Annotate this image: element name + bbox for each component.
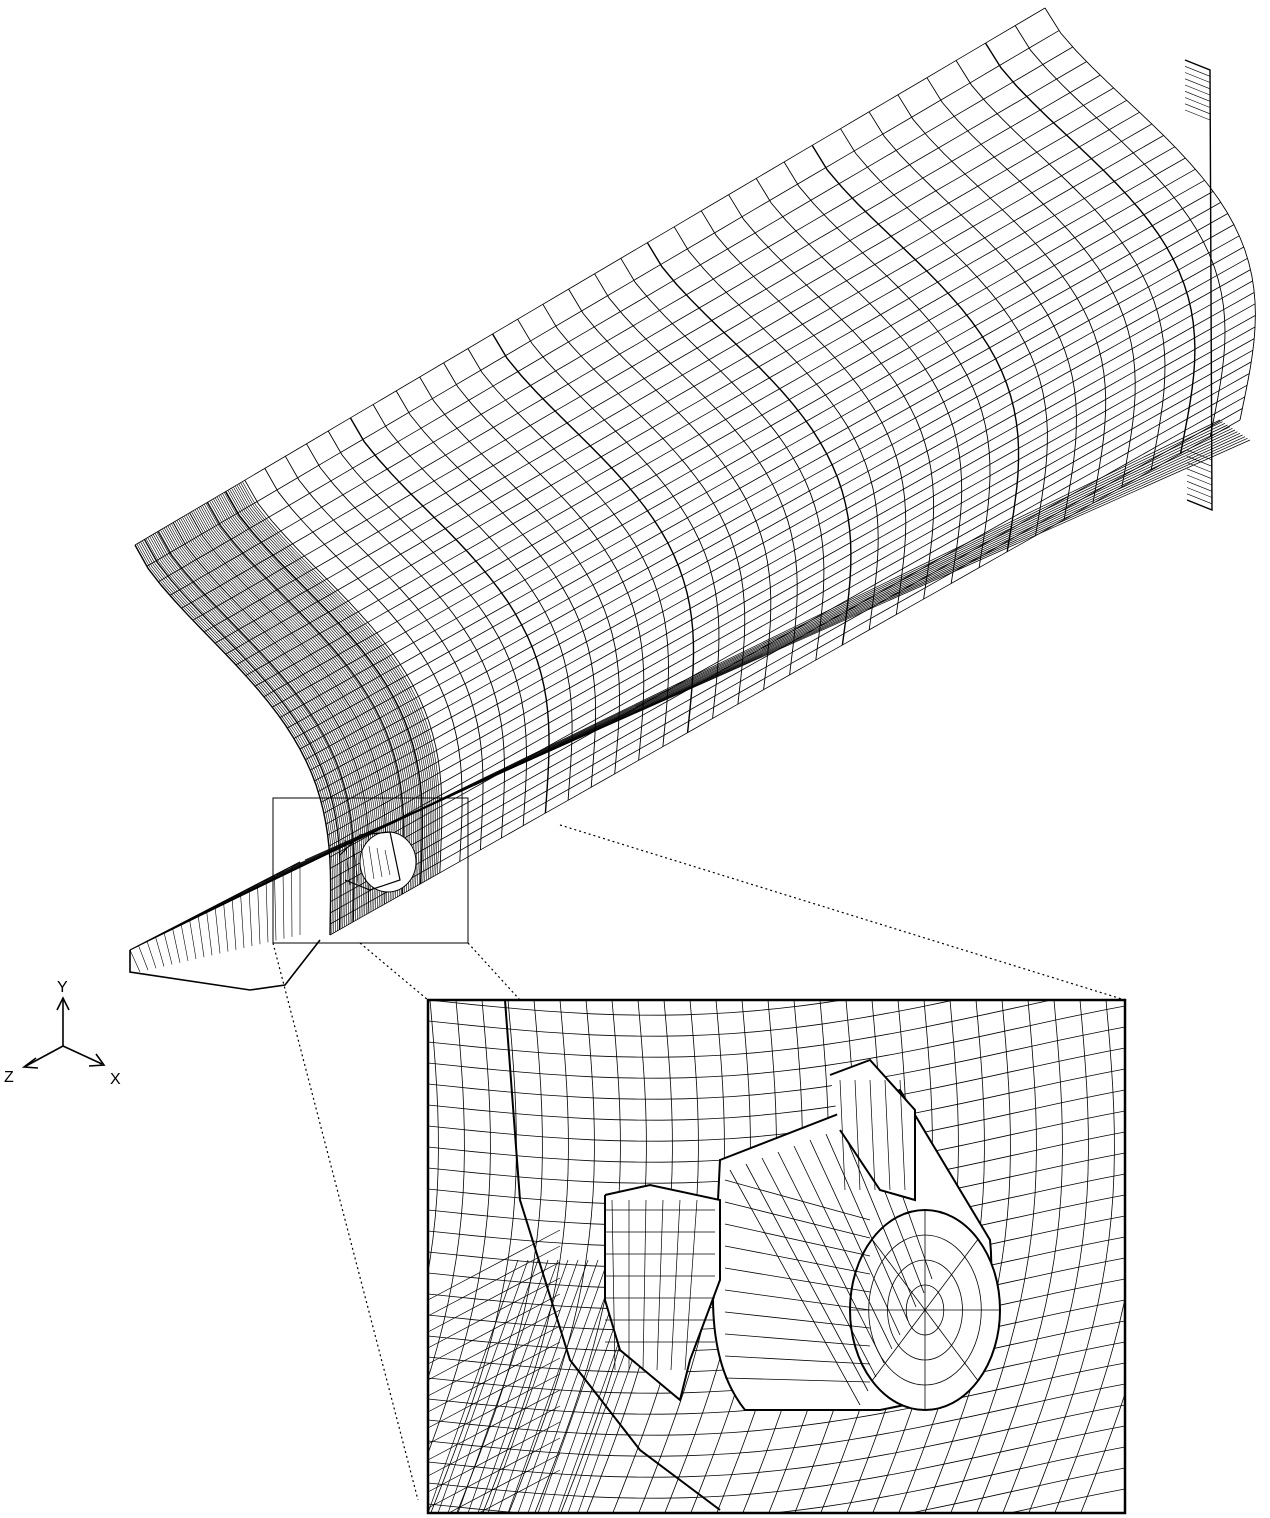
axis-z-label: Z (4, 1069, 14, 1086)
zoom-leader-lines (272, 824, 1126, 1501)
detail-inset-frame (426, 998, 1127, 1515)
axis-x-label: X (110, 1071, 121, 1088)
axis-triad (21, 996, 106, 1069)
nozzle-fitting-mesh (339, 831, 417, 893)
cylinder-shell-mesh (134, 7, 1256, 936)
axis-y-label: Y (57, 979, 68, 996)
lower-trough-mesh (129, 419, 1251, 991)
detail-selection-box (272, 797, 469, 944)
end-flange-mesh (1184, 59, 1213, 512)
detail-inset-mesh (428, 1000, 1125, 1513)
